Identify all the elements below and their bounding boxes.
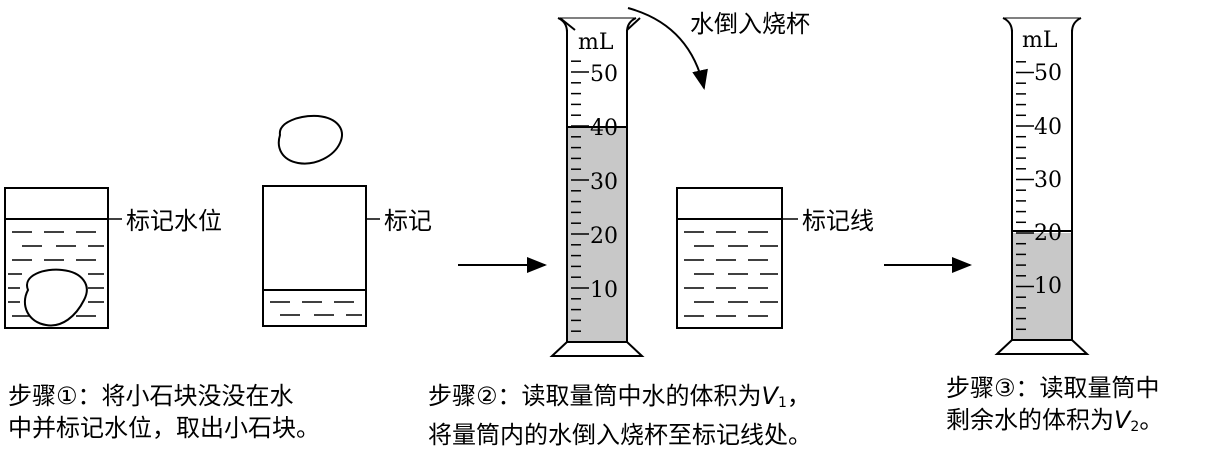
label-pour-into-beaker: 水倒入烧杯 xyxy=(690,10,810,38)
caption-step-1-line-1: 步骤①：将小石块没没在水 xyxy=(8,382,294,410)
variable-subscript: 2 xyxy=(1130,419,1140,435)
stone-icon-removed xyxy=(277,114,343,165)
variable-v: V xyxy=(761,382,778,410)
caption-step-1: 步骤①：将小石块没没在水 中并标记水位，取出小石块。 xyxy=(8,380,320,444)
beaker-stone-removed xyxy=(262,114,380,327)
graduated-cylinder-1: mL 10 20 30 40 50 xyxy=(549,17,645,357)
stone-icon xyxy=(23,268,88,327)
cylinder-2-unit: mL xyxy=(1022,28,1058,53)
caption-step-2-line-2: 将量筒内的水倒入烧杯至标记线处。 xyxy=(428,421,812,449)
variable-subscript: 1 xyxy=(777,395,787,411)
cylinder-2-tick-40: 40 xyxy=(1034,115,1062,140)
caption-step-2-line-1: 步骤②：读取量筒中水的体积为V1， xyxy=(428,380,812,419)
caption-step-3-line-1: 步骤③：读取量筒中 xyxy=(946,374,1160,402)
graduated-cylinder-2: mL 10 20 30 40 50 xyxy=(994,17,1090,355)
cylinder-2-tick-50: 50 xyxy=(1034,61,1062,86)
cylinder-1-tick-10: 10 xyxy=(590,278,618,303)
cylinder-1-tick-30: 30 xyxy=(590,170,618,195)
cylinder-2-tick-10: 10 xyxy=(1034,274,1062,299)
caption-step-3-punct: 。 xyxy=(1139,406,1164,434)
water-dashes xyxy=(8,231,104,317)
caption-step-2: 步骤②：读取量筒中水的体积为V1， 将量筒内的水倒入烧杯至标记线处。 xyxy=(428,380,812,451)
beaker-refilled xyxy=(676,187,798,329)
label-mark: 标记 xyxy=(384,207,432,235)
cylinder-2-tick-30: 30 xyxy=(1034,168,1062,193)
caption-step-1-line-2: 中并标记水位，取出小石块。 xyxy=(8,414,320,442)
caption-step-2-punct: ， xyxy=(786,382,811,410)
caption-step-3-line-2: 剩余水的体积为V2。 xyxy=(946,404,1163,443)
cylinder-1-unit: mL xyxy=(578,30,614,55)
caption-step-3: 步骤③：读取量筒中 剩余水的体积为V2。 xyxy=(946,372,1163,443)
cylinder-1-tick-40: 40 xyxy=(590,116,618,141)
label-mark-line: 标记线 xyxy=(802,207,874,235)
cylinder-1-tick-50: 50 xyxy=(590,62,618,87)
cylinder-1-tick-20: 20 xyxy=(590,224,618,249)
pour-arrow xyxy=(627,7,708,90)
label-mark-water-level: 标记水位 xyxy=(126,207,222,235)
caption-step-3-text: 剩余水的体积为 xyxy=(946,406,1114,434)
variable-v: V xyxy=(1114,406,1131,434)
beaker-with-stone xyxy=(4,187,122,329)
cylinder-2-tick-20: 20 xyxy=(1034,221,1062,246)
caption-step-2-text: 步骤②：读取量筒中水的体积为 xyxy=(428,382,762,410)
